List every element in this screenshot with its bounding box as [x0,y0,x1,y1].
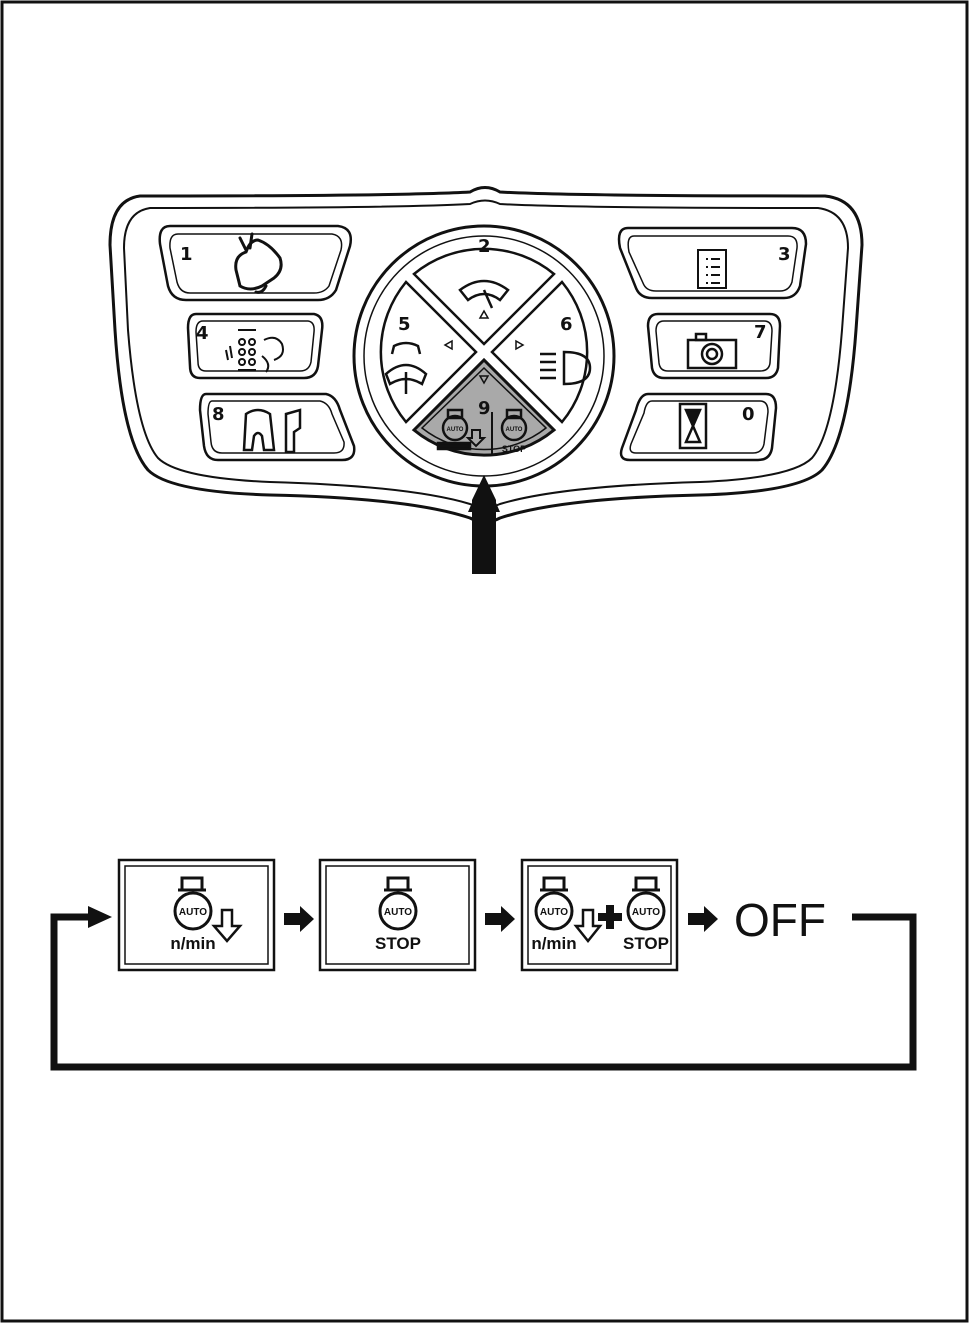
box1-auto-text: AUTO [179,907,207,918]
wiper-rear-icon [384,341,428,394]
key-9-stop-auto-text: AUTO [506,427,523,433]
engine-auto-icon [534,876,574,931]
arrow-left-icon [443,339,453,351]
return-loop-arrowhead [88,906,112,928]
wiper-front-icon [458,279,510,309]
key-1-number: 1 [180,244,193,265]
key-4-number: 4 [196,323,209,344]
panel-housing-inner [122,199,850,509]
key-8[interactable]: 8 [198,392,356,462]
box3-auto-b-text: AUTO [632,907,660,918]
key-6-number: 6 [560,314,573,335]
key-8-number: 8 [212,404,225,425]
flow-arrow-3 [688,906,718,932]
key-7-number: 7 [754,322,767,343]
off-label: OFF [734,894,826,946]
headlight-icon [540,350,592,386]
key-9-auto-text: AUTO [447,427,464,433]
engine-auto-icon [626,876,666,931]
plus-icon [598,905,622,929]
flow-arrow-2 [485,906,515,932]
implement-icon [242,408,302,454]
key-6[interactable]: 6 [490,280,592,424]
key-1[interactable]: 1 [158,224,352,302]
key-3[interactable]: 3 [617,226,808,300]
camera-icon [686,332,738,370]
key-9-number: 9 [478,398,491,419]
key-9[interactable]: 9 AUTO AUTO STOP [411,357,557,457]
return-loop-line [50,913,917,1071]
box3-auto-a-text: AUTO [540,907,568,918]
key-5-number: 5 [398,314,411,335]
key-0-number: 0 [742,404,755,425]
state-box-combined: AUTO n/min AUTO STOP [520,858,679,972]
engine-auto-icon [173,876,213,931]
key-2[interactable]: 2 [412,236,556,346]
flow-arrow-1 [284,906,314,932]
auto-stop-icon: AUTO STOP [500,408,528,454]
arrow-up-icon [478,309,490,319]
decrease-arrow-icon [211,908,243,943]
engine-auto-icon [378,876,418,931]
key-7[interactable]: 7 [646,312,782,380]
center-pad: 2 5 6 [352,224,616,488]
hydraulic-icon [225,329,284,373]
state-box-auto-nmin: AUTO n/min [117,858,276,972]
control-panel: 1 4 [108,186,864,524]
box2-stop-text: STOP [375,934,421,953]
rabbit-icon [234,232,283,294]
key-0[interactable]: 0 [619,392,778,462]
auto-engine-speed-icon: AUTO [436,408,487,451]
box3-nmin-text: n/min [531,934,576,953]
decrease-arrow-icon [573,908,603,944]
list-icon [697,249,727,289]
box1-nmin-text: n/min [170,934,215,953]
key-2-number: 2 [478,236,491,257]
state-box-auto-stop: AUTO STOP [318,858,477,972]
hourglass-icon [678,402,708,450]
pointer-arrow [468,475,500,574]
box3-stop-text: STOP [623,934,669,953]
cycle-sequence: AUTO n/min AUTO STOP [50,858,917,1071]
arrow-down-icon [478,375,490,385]
box2-auto-text: AUTO [384,907,412,918]
key-4[interactable]: 4 [186,312,324,380]
key-3-number: 3 [778,244,791,265]
key-5[interactable]: 5 [379,280,478,424]
key-9-stop-text: STOP [502,444,526,454]
arrow-right-icon [515,339,525,351]
